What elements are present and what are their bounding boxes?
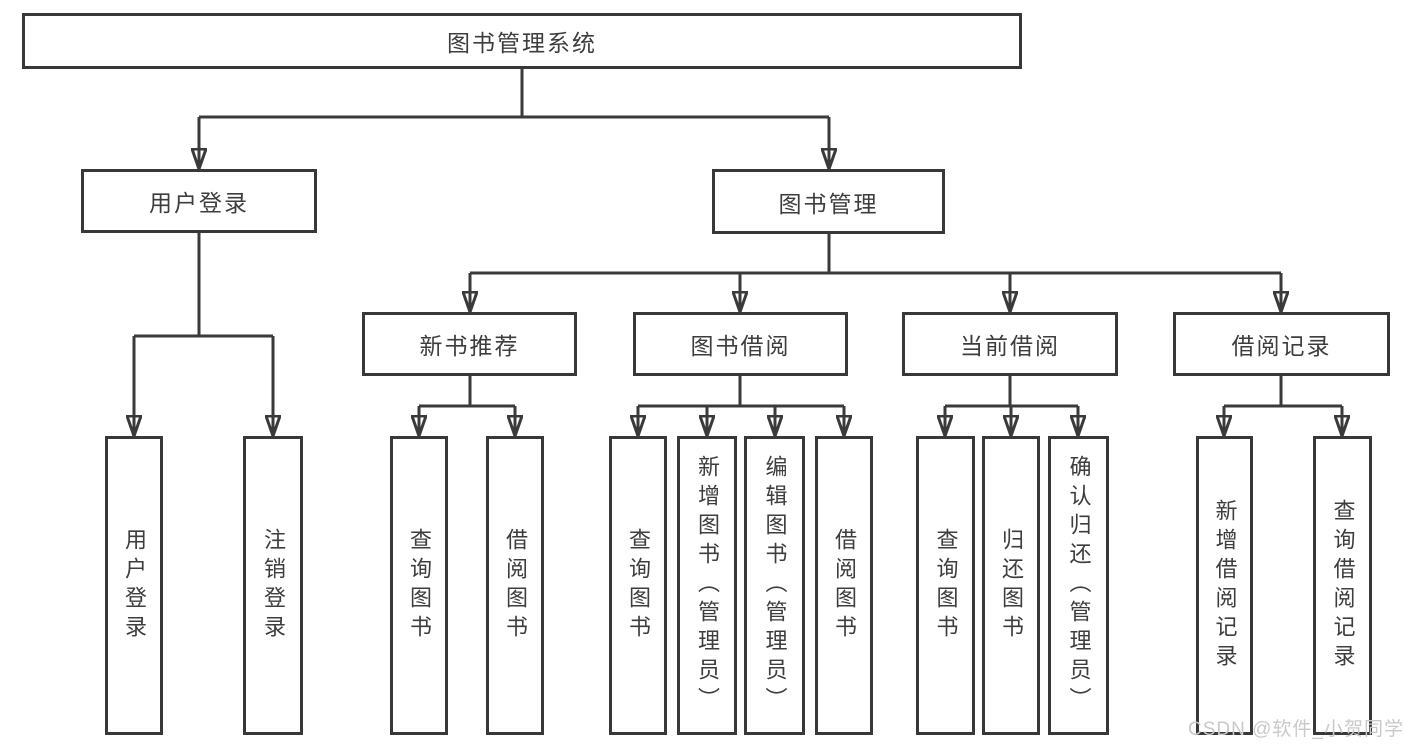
leaf-borrowing-borrow-books: 借阅图书 <box>815 436 873 735</box>
connector-book-management-to-level3 <box>470 234 1281 312</box>
leaf-borrowing-query-books-label: 查询图书 <box>626 527 651 644</box>
leaf-borrowing-add-books-admin: 新增图书（管理员） <box>677 436 737 735</box>
csdn-watermark: CSDN @软件_小贺同学 <box>1188 719 1404 740</box>
leaf-current-return-books-label: 归还图书 <box>999 527 1024 644</box>
leaf-records-add-borrow-record: 新增借阅记录 <box>1196 436 1253 735</box>
leaf-current-confirm-return-admin-label: 确认归还（管理员） <box>1066 455 1092 716</box>
connector-borrowing-records-branch <box>1224 376 1342 436</box>
leaf-recommend-query-books: 查询图书 <box>390 436 448 735</box>
node-book-management: 图书管理 <box>712 169 945 234</box>
leaf-current-return-books: 归还图书 <box>982 436 1040 735</box>
leaf-logout-label: 注销登录 <box>261 527 286 644</box>
connector-root-to-level2 <box>199 69 829 169</box>
node-new-book-recommend: 新书推荐 <box>362 312 577 376</box>
leaf-records-add-borrow-record-label: 新增借阅记录 <box>1212 498 1238 673</box>
leaf-current-query-books: 查询图书 <box>916 436 975 735</box>
leaf-records-query-borrow-record: 查询借阅记录 <box>1313 436 1372 735</box>
node-book-borrowing: 图书借阅 <box>633 312 848 376</box>
connector-user-login-branch <box>134 233 273 436</box>
leaf-recommend-query-books-label: 查询图书 <box>407 527 432 644</box>
node-borrowing-records: 借阅记录 <box>1173 312 1390 376</box>
leaf-borrowing-query-books: 查询图书 <box>609 436 667 735</box>
connector-new-book-recommend-branch <box>419 376 515 436</box>
connector-current-borrowing-branch <box>945 376 1078 436</box>
node-library-management-system: 图书管理系统 <box>22 13 1022 69</box>
leaf-logout: 注销登录 <box>243 436 303 735</box>
leaf-borrowing-edit-books-admin: 编辑图书（管理员） <box>744 436 805 735</box>
leaf-borrowing-borrow-books-label: 借阅图书 <box>832 527 857 644</box>
leaf-borrowing-edit-books-admin-label: 编辑图书（管理员） <box>762 455 788 716</box>
leaf-user-login-label: 用户登录 <box>122 527 147 644</box>
connector-book-borrowing-branch <box>638 376 844 436</box>
node-user-login: 用户登录 <box>81 169 317 233</box>
leaf-recommend-borrow-books-label: 借阅图书 <box>503 527 528 644</box>
leaf-current-query-books-label: 查询图书 <box>933 527 959 644</box>
leaf-records-query-borrow-record-label: 查询借阅记录 <box>1330 498 1356 673</box>
leaf-recommend-borrow-books: 借阅图书 <box>486 436 544 735</box>
leaf-current-confirm-return-admin: 确认归还（管理员） <box>1048 436 1109 735</box>
node-current-borrowing: 当前借阅 <box>902 312 1118 376</box>
leaf-user-login: 用户登录 <box>105 436 163 735</box>
leaf-borrowing-add-books-admin-label: 新增图书（管理员） <box>695 455 720 716</box>
